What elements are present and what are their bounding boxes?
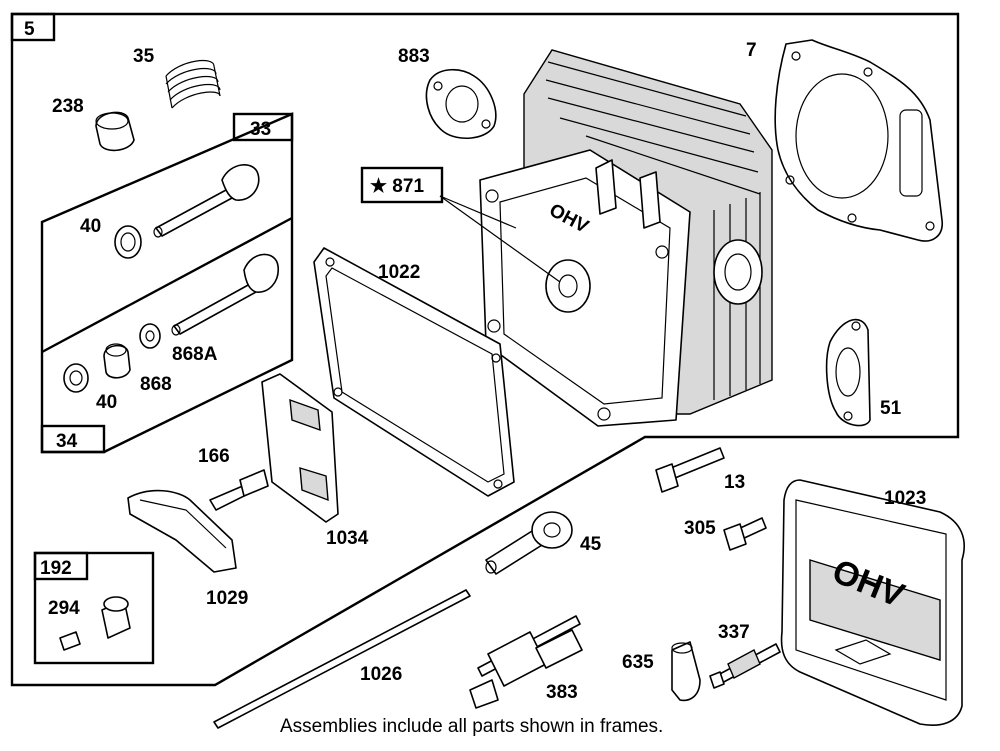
callout-7: 7 — [746, 40, 757, 61]
frame-33-34-divider — [41, 216, 293, 354]
callout-166: 166 — [198, 446, 230, 467]
intake-valve — [171, 253, 279, 336]
callout-45: 45 — [580, 534, 602, 555]
callout-871: ★ 871 — [370, 176, 424, 197]
valve-cap — [95, 111, 135, 152]
callout-868a: 868A — [172, 344, 218, 365]
frame-33-label: 33 — [250, 119, 271, 140]
leader-871-b — [439, 195, 561, 283]
callout-51: 51 — [880, 398, 902, 419]
callout-1034: 1034 — [326, 528, 369, 549]
valve-guide-seal — [103, 343, 131, 379]
callout-883: 883 — [398, 46, 430, 67]
frame-5-label: 5 — [24, 19, 35, 40]
cover-screw — [723, 517, 767, 551]
callout-868: 868 — [140, 374, 172, 395]
callout-1022: 1022 — [378, 262, 420, 283]
cylinder-head-gasket — [774, 39, 943, 242]
frame-33-34-outline — [40, 112, 294, 454]
frame-192-tab — [33, 551, 89, 581]
frame-5-outline — [10, 12, 960, 687]
callout-383: 383 — [546, 682, 578, 703]
callout-635: 635 — [622, 652, 654, 673]
valve-spring — [165, 59, 221, 109]
spark-plug-boot — [671, 641, 701, 702]
callout-40-lower: 40 — [96, 392, 117, 413]
valve-tool — [469, 615, 583, 709]
valve-seal — [139, 323, 161, 349]
push-rod — [213, 589, 471, 729]
breather-plug — [59, 631, 81, 651]
rocker-cover: OHV — [780, 479, 965, 726]
callout-305: 305 — [684, 518, 716, 539]
push-rod-guide — [485, 511, 573, 575]
callout-294: 294 — [48, 598, 80, 619]
callout-337: 337 — [718, 622, 750, 643]
callout-1029: 1029 — [206, 588, 248, 609]
callout-1023: 1023 — [884, 488, 926, 509]
intake-gasket — [825, 318, 871, 427]
callout-1026: 1026 — [360, 664, 402, 685]
breather-plate — [261, 373, 339, 523]
callout-238: 238 — [52, 96, 84, 117]
frame-34-label: 34 — [56, 431, 78, 452]
valve-retainer-lower — [63, 363, 89, 393]
frame-192-label: 192 — [40, 558, 72, 579]
head-bolt — [655, 447, 725, 493]
rocker-arm — [127, 489, 237, 573]
callout-40-upper: 40 — [80, 216, 101, 237]
leader-871-a — [439, 195, 517, 229]
frame-5-tab — [10, 12, 56, 42]
rocker-stud — [209, 469, 269, 511]
cylinder-head: OHV — [479, 49, 773, 427]
breather-fitting — [101, 596, 131, 639]
frame-192-outline — [33, 551, 155, 665]
valve-retainer-upper — [114, 225, 142, 259]
callout-35: 35 — [133, 46, 155, 67]
rocker-cover-gasket — [313, 247, 515, 497]
frame-34-tab — [40, 424, 106, 454]
exhaust-gasket — [425, 68, 497, 139]
exhaust-valve — [153, 164, 260, 238]
frame-33-tab — [232, 112, 294, 142]
callout-13: 13 — [724, 472, 745, 493]
footer-note: Assemblies include all parts shown in fr… — [280, 716, 663, 737]
spark-plug — [709, 643, 781, 689]
callout-871-box — [360, 166, 444, 204]
